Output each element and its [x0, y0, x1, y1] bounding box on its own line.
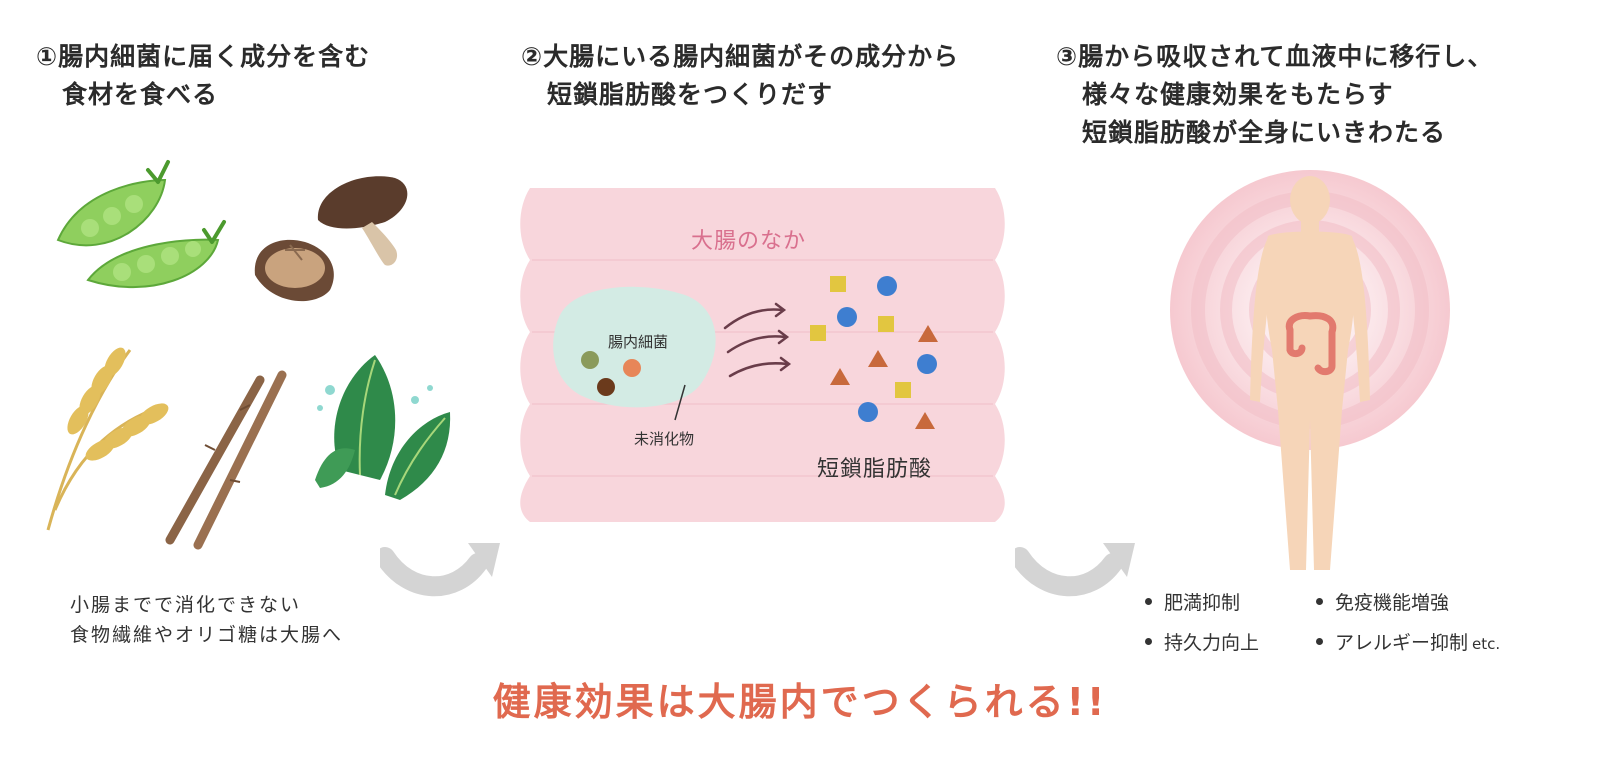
colon-interior-panel [520, 188, 1005, 522]
bullet-icon [1316, 638, 1323, 645]
wheat-icon [46, 347, 169, 531]
bacteria-dot [581, 351, 599, 369]
curved-arrow-icon [1015, 543, 1135, 597]
intestine-icon [1285, 312, 1337, 376]
body-illustration [1170, 170, 1450, 570]
scfa-molecules [810, 276, 938, 429]
pea-pod-icon [56, 160, 170, 247]
burdock-root-icon [165, 370, 287, 550]
food-illustrations [46, 160, 451, 550]
note-line2: 食物繊維やオリゴ糖は大腸へ [70, 624, 344, 646]
benefit-item: 持久力向上 [1145, 628, 1259, 655]
step1-line1: ①腸内細菌に届く成分を含む [36, 42, 371, 71]
step1-title: ①腸内細菌に届く成分を含む 食材を食べる [36, 38, 370, 114]
bacteria-label: 腸内細菌 [608, 333, 669, 351]
flow-arrows [723, 302, 792, 378]
bacteria-blob [553, 286, 716, 408]
bullet-icon [1145, 638, 1152, 645]
benefit-text: 持久力向上 [1164, 632, 1260, 654]
headline: 健康効果は大腸内でつくられる!! [492, 680, 1108, 724]
benefit-item: 免疫機能増強 [1316, 588, 1449, 615]
step3-line2: 様々な健康効果をもたらす [1056, 80, 1394, 109]
bullet-icon [1145, 598, 1152, 605]
curved-arrow-icon [380, 543, 500, 597]
step2-line2: 短鎖脂肪酸をつくりだす [521, 80, 834, 109]
undigested-label: 未消化物 [634, 430, 695, 448]
colon-title: 大腸のなか [691, 229, 807, 254]
kale-leaf-icon [315, 355, 451, 500]
pointer-line [674, 384, 686, 421]
scfa-label: 短鎖脂肪酸 [817, 457, 933, 482]
benefit-text: 肥満抑制 [1164, 592, 1241, 614]
small-intestine-note: 小腸までで消化できない 食物繊維やオリゴ糖は大腸へ [70, 590, 343, 650]
note-line1: 小腸までで消化できない [70, 594, 302, 616]
step3-line3: 短鎖脂肪酸が全身にいきわたる [1056, 118, 1447, 147]
benefit-item: 肥満抑制 [1145, 588, 1240, 615]
bullet-icon [1316, 598, 1323, 605]
bacteria-dot [623, 359, 641, 377]
benefit-text: 免疫機能増強 [1335, 592, 1450, 614]
bacteria-dot [597, 378, 615, 396]
benefit-etc: etc. [1472, 635, 1501, 653]
step2-title: ②大腸にいる腸内細菌がその成分から 短鎖脂肪酸をつくりだす [521, 38, 959, 114]
pea-pod-icon [86, 220, 226, 289]
benefit-text: アレルギー抑制 [1335, 632, 1469, 654]
step3-line1: ③腸から吸収されて血液中に移行し、 [1056, 42, 1494, 71]
step3-title: ③腸から吸収されて血液中に移行し、 様々な健康効果をもたらす 短鎖脂肪酸が全身に… [1056, 38, 1493, 152]
step2-line1: ②大腸にいる腸内細菌がその成分から [521, 42, 960, 71]
shiitake-mushroom-icon [254, 176, 408, 302]
step1-line2: 食材を食べる [36, 80, 219, 109]
human-body-icon [1250, 176, 1370, 570]
